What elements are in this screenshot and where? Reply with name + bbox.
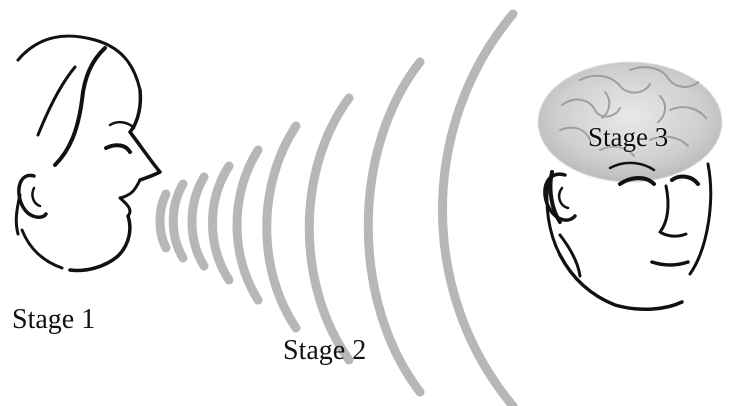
stage-2-label: Stage 2 xyxy=(283,337,366,365)
wave-7 xyxy=(309,98,349,360)
stage-1-label: Stage 1 xyxy=(12,306,95,334)
wave-1 xyxy=(160,194,166,248)
wave-2 xyxy=(173,184,183,258)
wave-8 xyxy=(368,62,420,392)
speaker-face-icon xyxy=(16,36,160,270)
listener-head-icon xyxy=(538,62,722,309)
wave-5 xyxy=(237,150,258,300)
stage-3-label: Stage 3 xyxy=(588,124,668,151)
wave-6 xyxy=(267,126,296,328)
wave-9 xyxy=(443,14,514,406)
wave-4 xyxy=(213,166,230,280)
wave-3 xyxy=(192,177,204,266)
